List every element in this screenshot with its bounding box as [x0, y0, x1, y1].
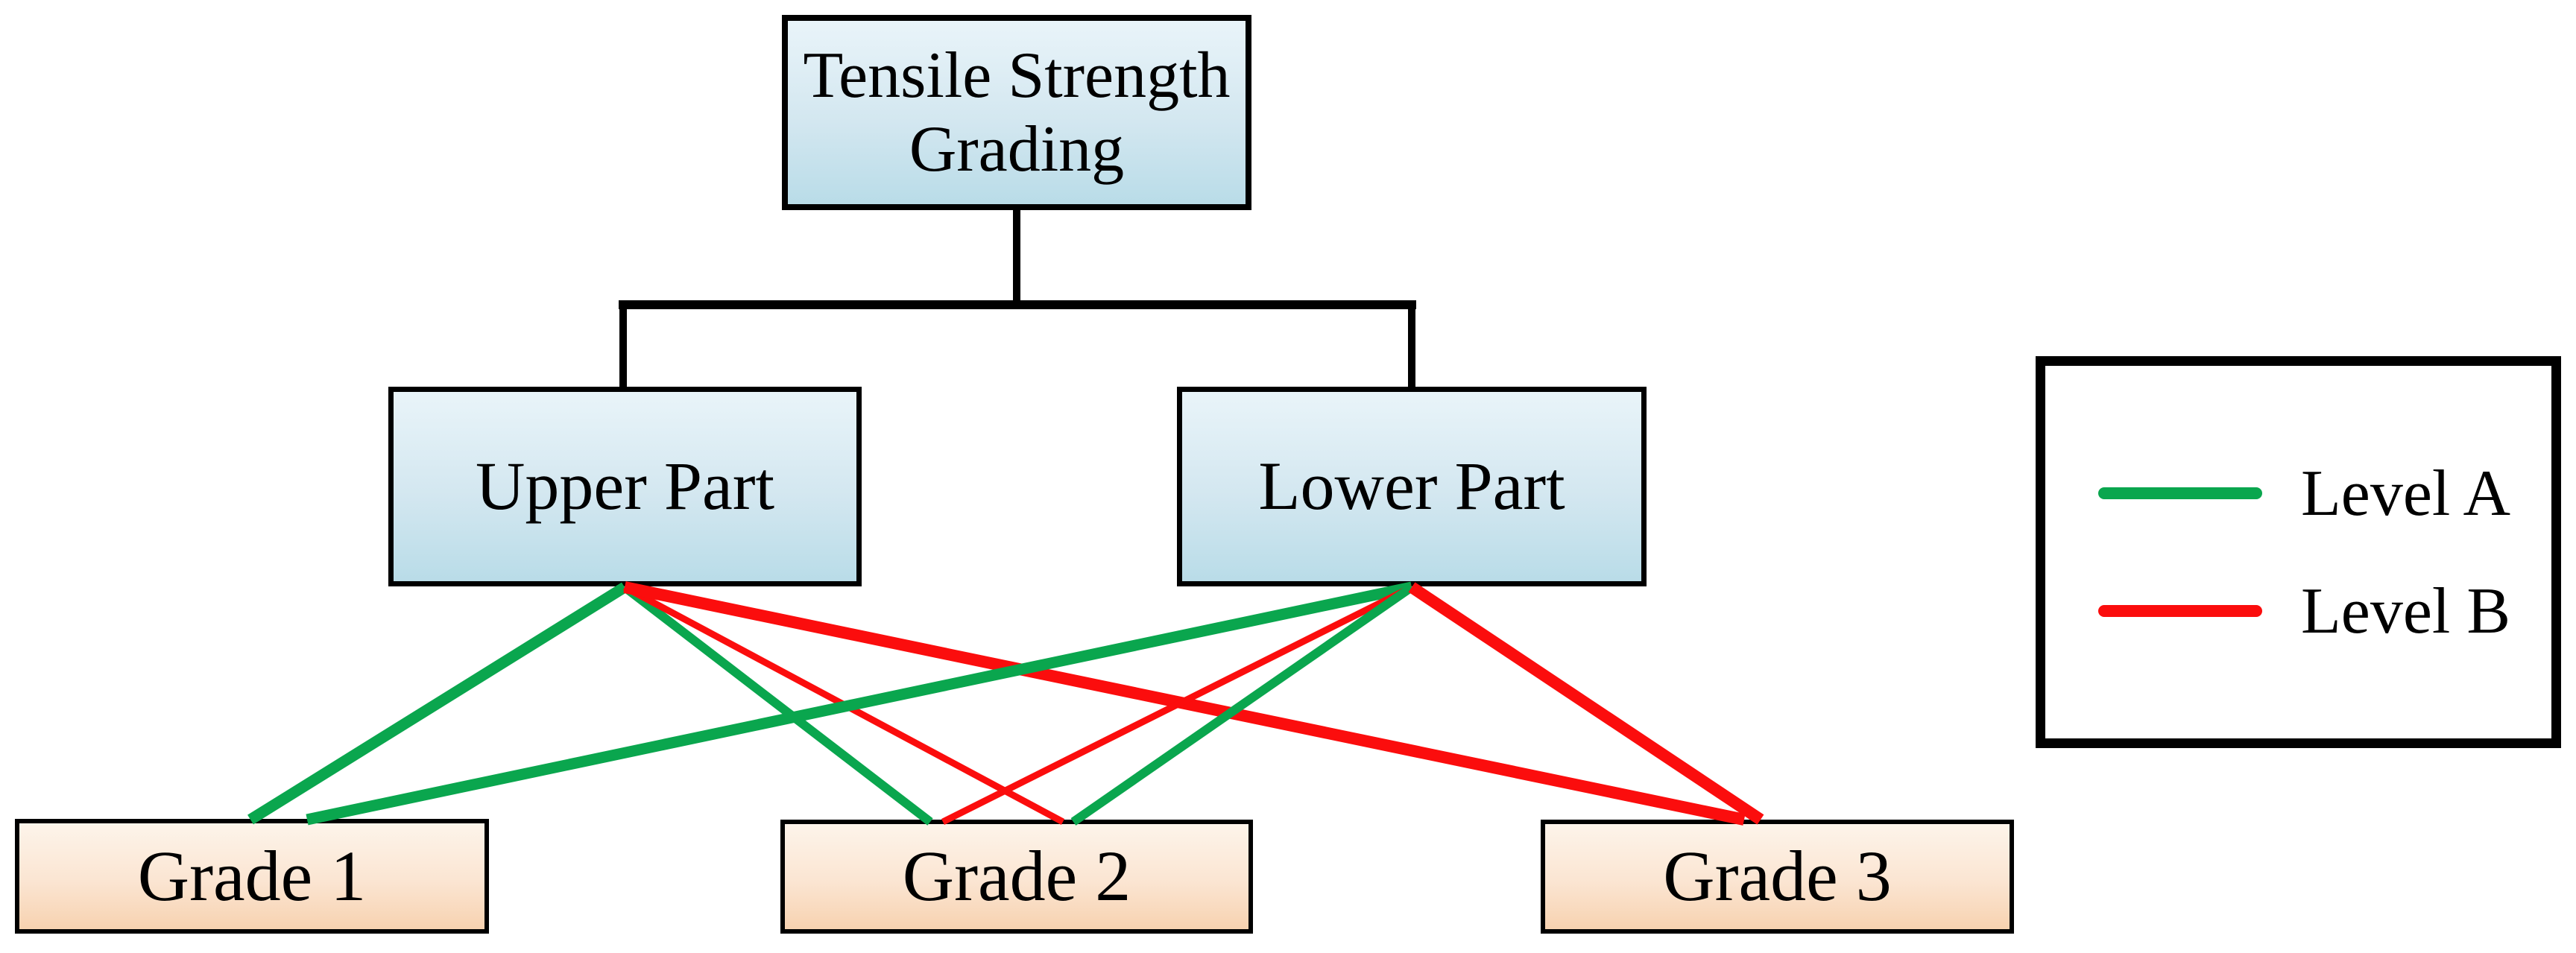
link-lower-grade2-level-a	[1070, 583, 1415, 826]
legend-item-level-b: Level B	[2045, 566, 2551, 656]
legend-label: Level B	[2301, 574, 2511, 648]
link-upper-grade1-level-a	[247, 582, 628, 825]
node-tensile-strength-grading: Tensile Strength Grading	[782, 15, 1251, 210]
red-line-swatch-icon	[2098, 605, 2262, 617]
node-label: Lower Part	[1258, 448, 1565, 525]
node-label: Grade 3	[1663, 836, 1892, 916]
node-label: Tensile Strength Grading	[803, 39, 1231, 186]
link-upper-grade3-level-b	[623, 581, 1746, 826]
legend-item-level-a: Level A	[2045, 449, 2551, 538]
node-grade-1: Grade 1	[15, 819, 489, 934]
green-line-swatch-icon	[2098, 487, 2262, 499]
link-upper-grade2-level-a	[622, 583, 933, 826]
node-upper-part: Upper Part	[388, 387, 862, 586]
node-grade-2: Grade 2	[780, 820, 1253, 934]
node-label: Grade 1	[137, 835, 367, 916]
node-label: Upper Part	[475, 448, 775, 525]
legend-label: Level A	[2301, 457, 2511, 530]
node-lower-part: Lower Part	[1177, 387, 1647, 586]
node-grade-3: Grade 3	[1541, 820, 2014, 934]
link-lower-grade1-level-a	[306, 581, 1413, 826]
link-lower-grade2-level-b	[941, 583, 1414, 826]
legend-box: Level A Level B	[2036, 356, 2561, 748]
link-upper-grade2-level-b	[622, 584, 1065, 825]
node-label: Grade 2	[902, 836, 1131, 916]
link-lower-grade3-level-b	[1408, 582, 1764, 825]
